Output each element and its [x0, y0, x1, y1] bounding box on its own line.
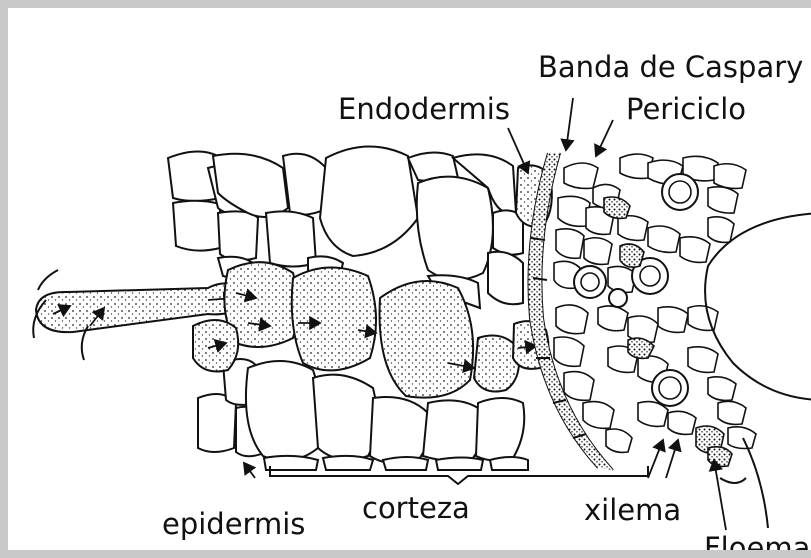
label-corteza: corteza: [362, 491, 470, 525]
label-endodermis: Endodermis: [338, 92, 510, 126]
label-periciclo: Periciclo: [626, 92, 746, 126]
vascular-cylinder: [554, 154, 811, 528]
label-xilema: xilema: [584, 493, 681, 527]
label-floema: Floema: [704, 531, 810, 558]
label-epidermis: epidermis: [162, 507, 305, 541]
label-banda-de-caspary: Banda de Caspary: [538, 50, 803, 84]
root-cross-section-diagram: Banda de Caspary Endodermis Periciclo ep…: [8, 8, 811, 558]
